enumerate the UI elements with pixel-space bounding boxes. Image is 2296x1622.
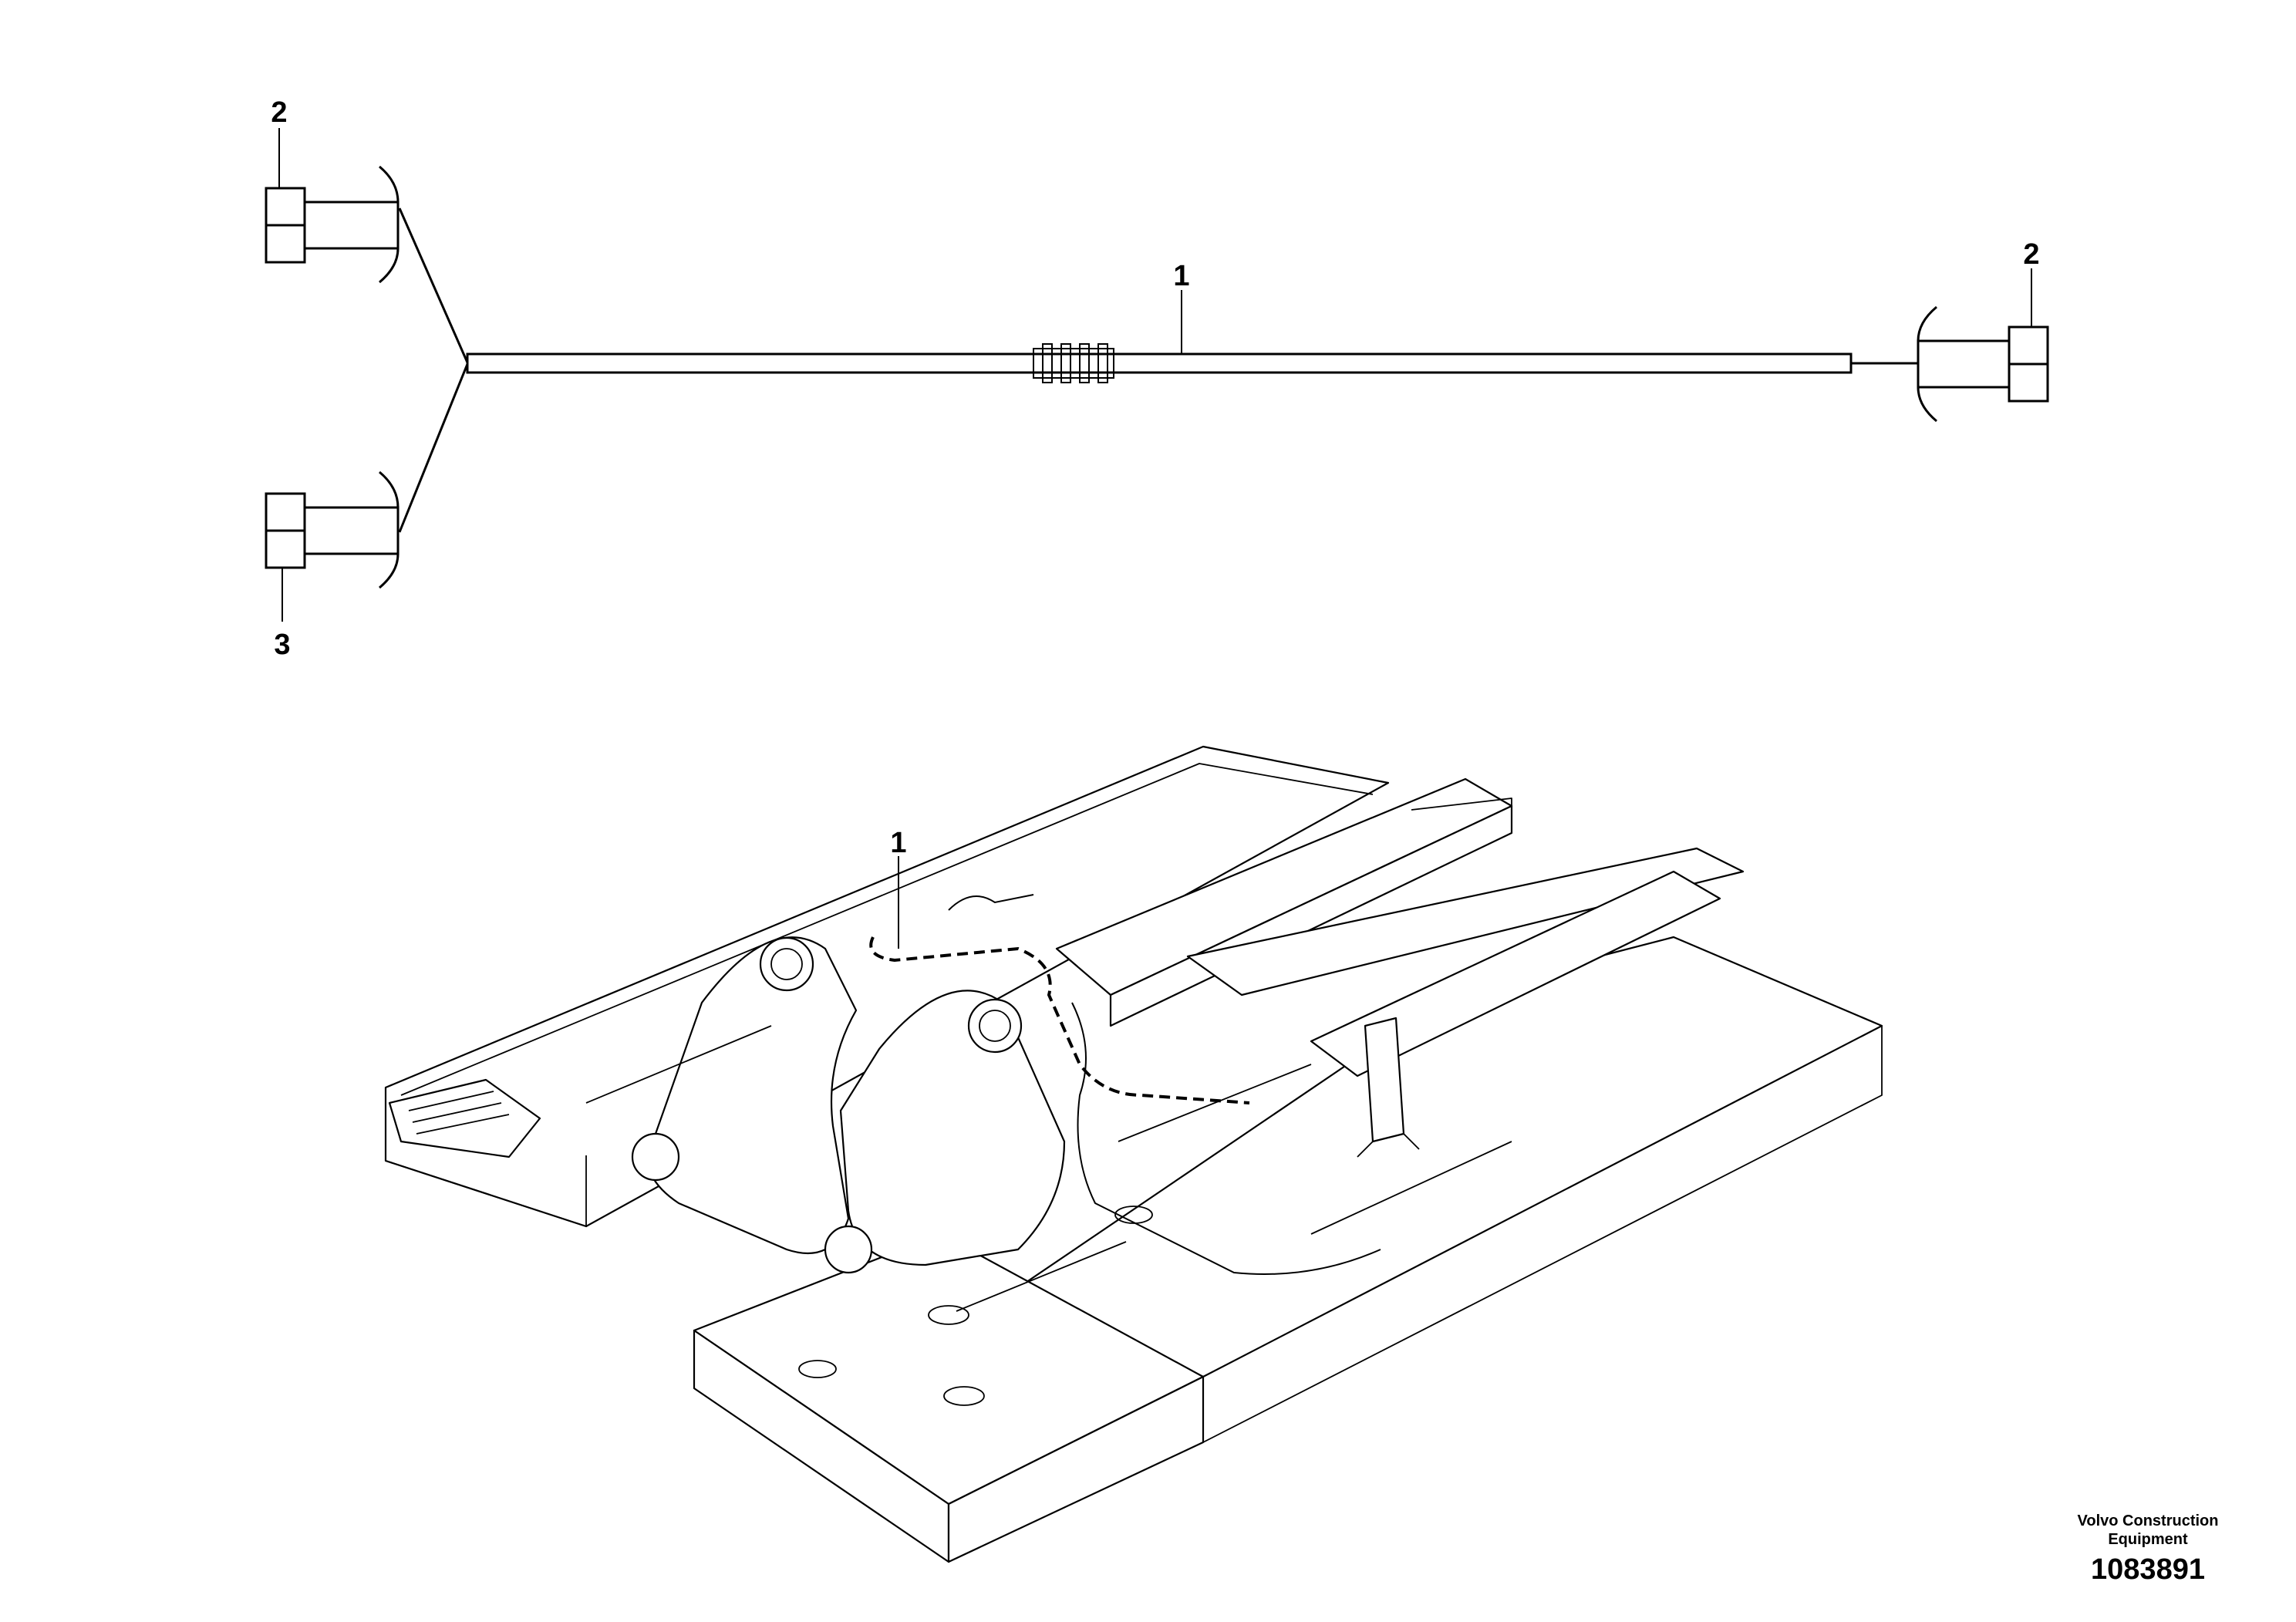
branch-wire-lower (398, 363, 469, 533)
brand-name: Volvo Construction Equipment (2077, 1512, 2219, 1548)
branch-wire-upper (398, 207, 469, 363)
callout-connector-top-left: 2 (271, 96, 287, 129)
connector-bottom-left (265, 470, 400, 589)
callout-connector-bottom-left: 3 (274, 629, 290, 661)
upper-frame-illustration (384, 745, 1883, 1563)
brand-block: Volvo Construction Equipment 1083891 (2048, 1512, 2248, 1587)
harness-tube (466, 352, 1853, 374)
connector-top-left (265, 165, 400, 284)
connector-right (1917, 305, 2049, 423)
routed-harness (869, 936, 1250, 1104)
drawing-number: 1083891 (2091, 1553, 2205, 1586)
callout-harness-top: 1 (1173, 260, 1189, 292)
wire-harness-detail (265, 128, 2049, 622)
callout-connector-right: 2 (2023, 238, 2039, 271)
harness-grommet (1033, 343, 1114, 383)
callout-frame-harness: 1 (890, 827, 906, 859)
